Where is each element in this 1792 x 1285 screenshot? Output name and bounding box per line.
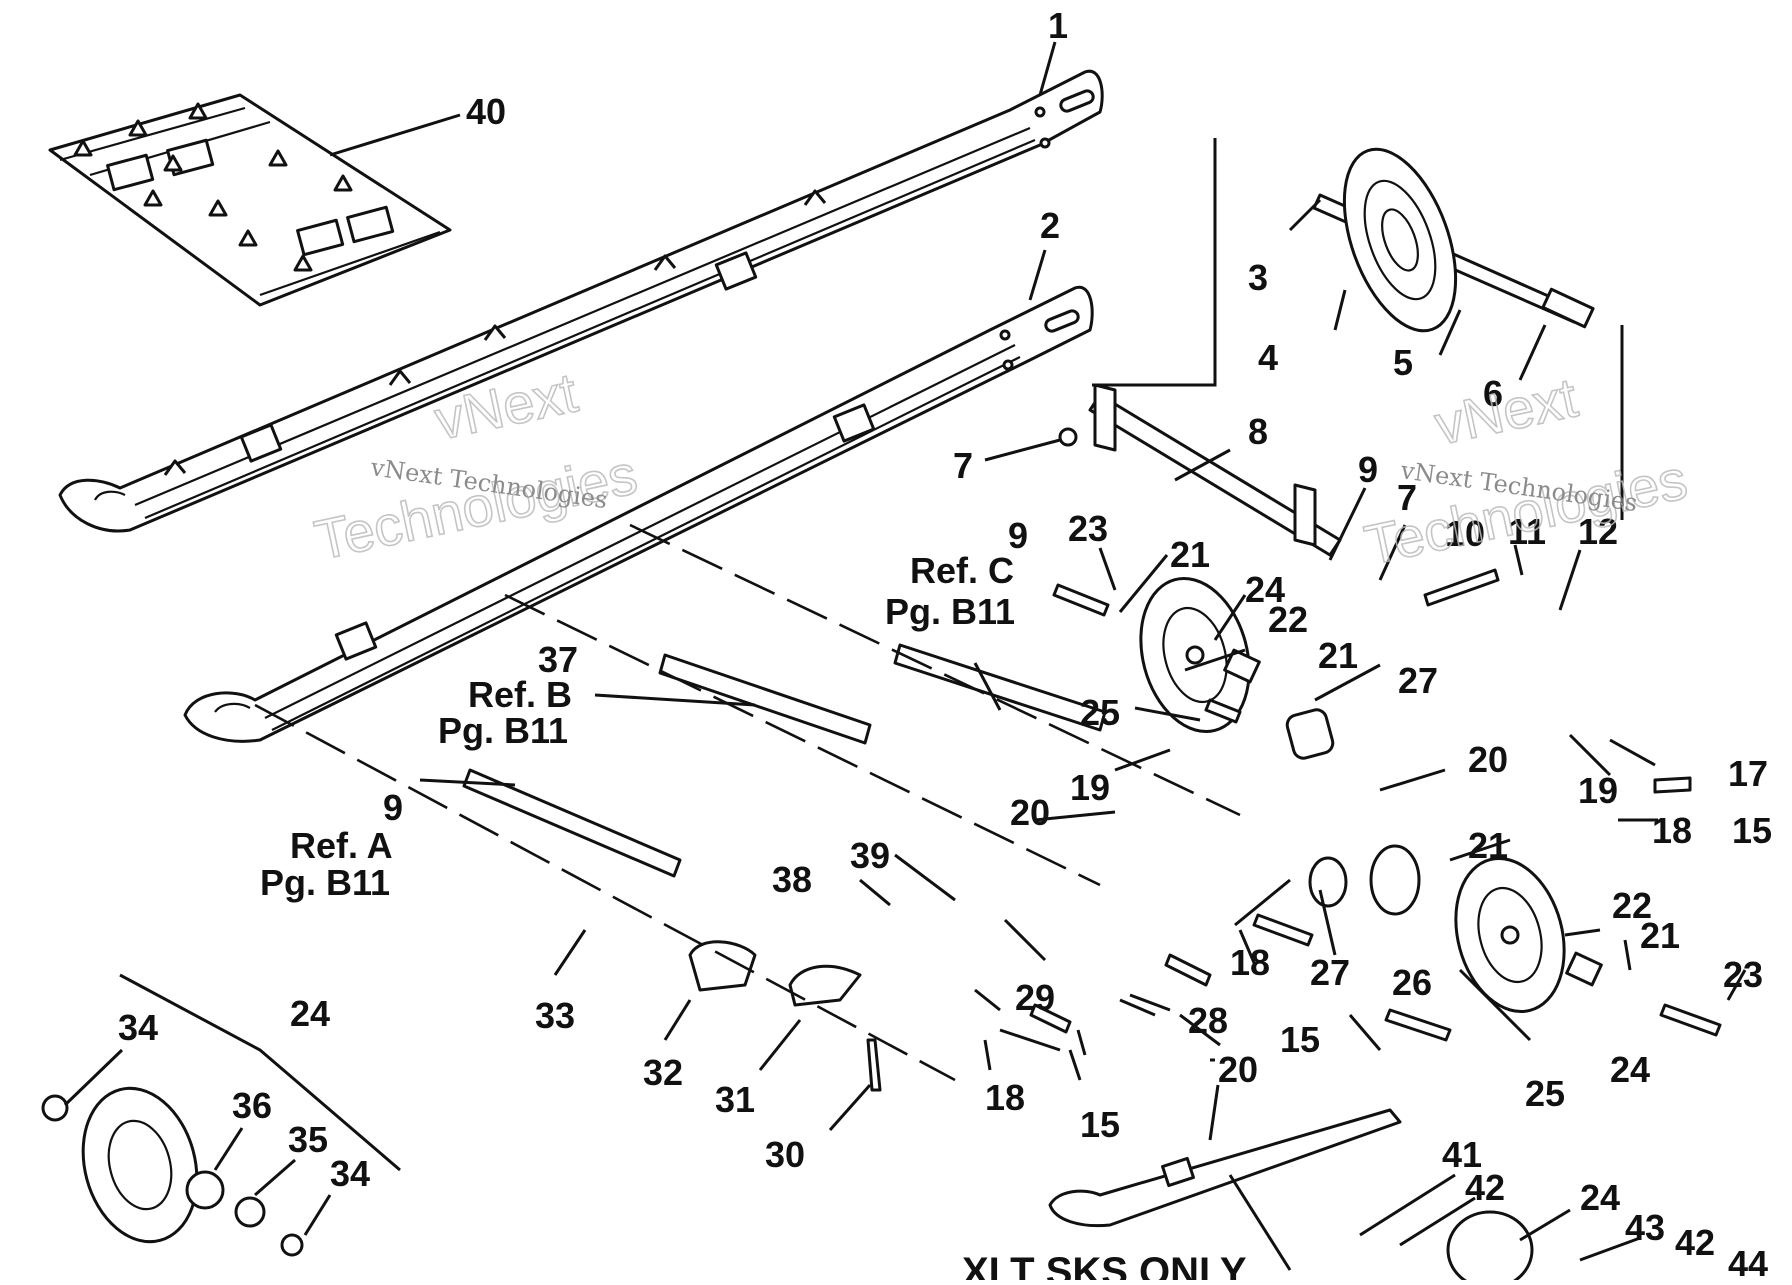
label-25-top: 25 xyxy=(1080,692,1120,733)
watermark-big-right-1: vNext xyxy=(1429,365,1583,456)
label-19-left: 19 xyxy=(1070,767,1110,808)
label-7-left: 7 xyxy=(953,445,973,486)
label-43: 43 xyxy=(1625,1207,1665,1248)
slide-rail-upper xyxy=(58,69,1104,533)
label-38: 38 xyxy=(772,859,812,900)
label-11: 11 xyxy=(1508,511,1546,552)
reference-callouts: 9 Ref. C Pg. B11 37 Ref. B Pg. B11 9 Ref… xyxy=(260,515,1028,903)
ref-b-label: Ref. B xyxy=(468,674,572,715)
cross-shafts-ref xyxy=(462,643,1107,878)
label-24-lower: 24 xyxy=(1610,1049,1650,1090)
label-40: 40 xyxy=(466,91,506,132)
ref-b-number: 37 xyxy=(538,639,578,680)
label-34-right: 34 xyxy=(330,1153,370,1194)
xlt-rail xyxy=(1048,1108,1534,1285)
label-6: 6 xyxy=(1483,373,1503,414)
detail-bracket xyxy=(119,973,401,1172)
label-22-lower: 22 xyxy=(1612,885,1652,926)
label-19-right: 19 xyxy=(1578,770,1618,811)
label-44: 44 xyxy=(1728,1243,1768,1280)
label-24-xlt: 24 xyxy=(1580,1177,1620,1218)
label-15-left: 15 xyxy=(1080,1104,1120,1145)
label-20-left: 20 xyxy=(1010,792,1050,833)
label-42-right: 42 xyxy=(1675,1222,1715,1263)
label-42-left: 42 xyxy=(1465,1167,1505,1208)
label-29: 29 xyxy=(1015,977,1055,1018)
assembly-line-a xyxy=(254,703,956,1082)
label-33: 33 xyxy=(535,995,575,1036)
label-21-bottom: 21 xyxy=(1640,915,1680,956)
assembly-line-c xyxy=(629,523,1241,817)
label-18-left: 18 xyxy=(985,1077,1025,1118)
label-34-left: 34 xyxy=(118,1007,158,1048)
label-17: 17 xyxy=(1728,753,1768,794)
label-12: 12 xyxy=(1578,511,1618,552)
cross-shaft xyxy=(1058,383,1342,557)
label-3: 3 xyxy=(1248,257,1268,298)
label-31: 31 xyxy=(715,1079,755,1120)
watermarks: vNext Technologies vNext Technologies vN… xyxy=(309,359,1693,577)
ref-c-label: Ref. C xyxy=(910,550,1014,591)
assembly-line-d xyxy=(1092,138,1217,387)
label-32: 32 xyxy=(643,1052,683,1093)
label-20-bottom: 20 xyxy=(1218,1049,1258,1090)
bogie-wheel-detail xyxy=(41,1086,304,1257)
label-7-right: 7 xyxy=(1397,477,1417,518)
bolts xyxy=(1029,568,1722,1042)
label-18-right: 18 xyxy=(1652,810,1692,851)
label-41: 41 xyxy=(1442,1134,1482,1175)
slide-rail-lower xyxy=(183,285,1094,743)
label-21-lower: 21 xyxy=(1468,825,1508,866)
label-28: 28 xyxy=(1188,1000,1228,1041)
label-30: 30 xyxy=(765,1134,805,1175)
label-21-top: 21 xyxy=(1170,534,1210,575)
bogie-wheel-upper xyxy=(1139,576,1261,734)
label-5: 5 xyxy=(1393,342,1413,383)
label-8: 8 xyxy=(1248,411,1268,452)
label-27-lower: 27 xyxy=(1310,952,1350,993)
bogie-wheel-lower xyxy=(1454,856,1603,1014)
leader-lines xyxy=(63,41,1747,1271)
assembly-line-b xyxy=(504,593,1101,887)
label-10: 10 xyxy=(1445,513,1485,554)
label-15-mid: 15 xyxy=(1280,1019,1320,1060)
spacers xyxy=(1285,708,1421,916)
label-22-top: 22 xyxy=(1268,599,1308,640)
ref-b-page: Pg. B11 xyxy=(438,710,568,751)
label-20-right: 20 xyxy=(1468,739,1508,780)
label-36: 36 xyxy=(232,1085,272,1126)
label-25-lower: 25 xyxy=(1525,1073,1565,1114)
label-4: 4 xyxy=(1258,337,1278,378)
front-tip-parts xyxy=(688,940,882,1092)
label-18-mid: 18 xyxy=(1230,942,1270,983)
label-26: 26 xyxy=(1392,962,1432,1003)
label-15-right: 15 xyxy=(1732,810,1772,851)
label-35: 35 xyxy=(288,1119,328,1160)
ref-c-number: 9 xyxy=(1008,515,1028,556)
ref-a-number: 9 xyxy=(383,787,403,828)
label-24-top: 24 xyxy=(1245,569,1285,610)
label-23-top: 23 xyxy=(1068,508,1108,549)
label-21-mid: 21 xyxy=(1318,635,1358,676)
label-27-top: 27 xyxy=(1398,660,1438,701)
xlt-note: XLT SKS ONLY xyxy=(962,1250,1247,1280)
label-1: 1 xyxy=(1048,5,1068,46)
label-9-top: 9 xyxy=(1358,449,1378,490)
track-clip-assembly xyxy=(48,93,452,307)
label-24-detail: 24 xyxy=(290,993,330,1034)
ref-c-page: Pg. B11 xyxy=(885,591,1015,632)
label-23-lower: 23 xyxy=(1723,954,1763,995)
part-labels: 1 40 2 3 4 5 6 8 7 9 7 11 12 10 23 21 24… xyxy=(118,5,1772,1284)
idler-wheel-axle xyxy=(1312,147,1595,333)
ref-a-page: Pg. B11 xyxy=(260,862,390,903)
ref-a-label: Ref. A xyxy=(290,825,393,866)
label-2: 2 xyxy=(1040,205,1060,246)
label-39: 39 xyxy=(850,835,890,876)
